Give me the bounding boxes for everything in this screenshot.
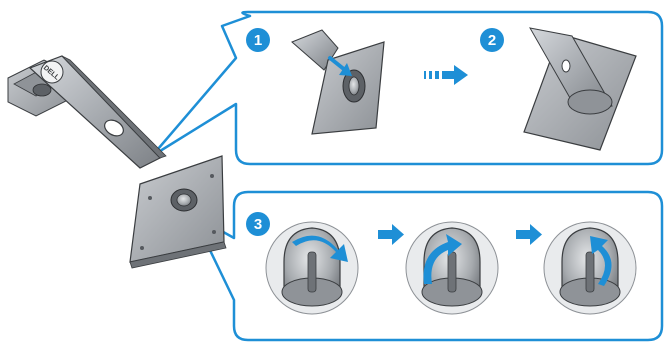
seated-base-icon: [523, 27, 637, 151]
step-2-badge: 2: [480, 28, 504, 52]
monitor-stand-riser-icon: DELL: [7, 55, 167, 169]
brand-logo-icon: DELL: [40, 60, 64, 84]
step-3-number: 3: [254, 216, 262, 233]
rotation-arrow-icon: [423, 234, 462, 284]
rotate-and-tighten-screw-icon: [265, 221, 637, 315]
rotation-arrow-icon: [292, 235, 348, 262]
step-2-number: 2: [488, 32, 496, 49]
step-3-badge: 3: [246, 212, 270, 236]
screw-knob-3: [543, 221, 637, 315]
arrow-right-icon: [516, 224, 542, 245]
step-1-badge: 1: [246, 28, 270, 52]
monitor-stand-base-icon: [129, 155, 227, 269]
connect-riser-to-base-icon: [291, 29, 385, 135]
screw-knob-2: [405, 221, 499, 315]
rotation-arrow-icon: [590, 236, 612, 286]
arrow-right-icon: [424, 65, 468, 85]
arrow-right-icon: [378, 224, 404, 245]
screw-knob-1: [265, 221, 359, 315]
step-1-number: 1: [254, 32, 262, 49]
